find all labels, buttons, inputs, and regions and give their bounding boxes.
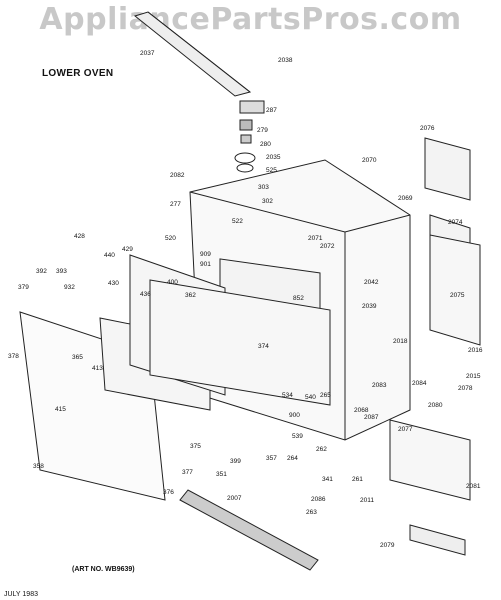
label-2082: 2082 [170, 172, 185, 179]
label-277: 277 [170, 201, 181, 208]
label-2011: 2011 [360, 497, 374, 504]
label-2037: 2037 [140, 50, 155, 57]
label-428: 428 [74, 233, 85, 240]
label-2018: 2018 [393, 338, 408, 345]
label-852: 852 [293, 295, 304, 302]
label-2074: 2074 [448, 219, 463, 226]
label-429: 429 [122, 246, 133, 253]
label-909: 909 [200, 251, 211, 258]
label-440: 440 [104, 252, 115, 259]
label-262: 262 [316, 446, 327, 453]
label-2016: 2016 [468, 347, 483, 354]
label-376: 376 [163, 489, 174, 496]
label-280: 280 [260, 141, 271, 148]
label-2042: 2042 [364, 279, 379, 286]
label-351: 351 [216, 471, 227, 478]
label-2038: 2038 [278, 57, 293, 64]
label-263: 263 [306, 509, 317, 516]
label-436: 436 [140, 291, 151, 298]
label-2068: 2068 [354, 407, 369, 414]
label-540: 540 [305, 394, 316, 401]
label-415: 415 [55, 406, 66, 413]
label-539: 539 [292, 433, 303, 440]
side-panels-drawing [389, 137, 481, 556]
label-413: 413 [92, 365, 103, 372]
label-341: 341 [322, 476, 333, 483]
label-287: 287 [266, 107, 277, 114]
door-assembly-drawing [19, 254, 331, 501]
label-430: 430 [108, 280, 119, 287]
label-2084: 2084 [412, 380, 427, 387]
label-2071: 2071 [308, 235, 323, 242]
top-bracket-drawing [133, 11, 252, 97]
label-2070: 2070 [362, 157, 377, 164]
label-2075: 2075 [450, 292, 465, 299]
label-365: 365 [72, 354, 83, 361]
label-362: 362 [185, 292, 196, 299]
label-2076: 2076 [420, 125, 435, 132]
label-2039: 2039 [362, 303, 377, 310]
label-357: 357 [266, 455, 277, 462]
label-2069: 2069 [398, 195, 413, 202]
label-901: 901 [200, 261, 211, 268]
label-2007: 2007 [227, 495, 242, 502]
label-379: 379 [18, 284, 29, 291]
label-374: 374 [258, 343, 269, 350]
label-393: 393 [56, 268, 67, 275]
label-279: 279 [257, 127, 268, 134]
part-label-group: 2037 2038 287 279 280 2035 525 303 302 2… [8, 50, 483, 549]
watermark: AppliancePartsPros.com [39, 2, 462, 37]
label-264: 264 [287, 455, 298, 462]
art-number: (ART NO. WB9639) [72, 566, 135, 573]
label-2079: 2079 [380, 542, 395, 549]
vent-strip-drawing [179, 489, 319, 571]
label-303: 303 [258, 184, 269, 191]
label-534: 534 [282, 392, 293, 399]
label-2072: 2072 [320, 243, 335, 250]
label-377: 377 [182, 469, 193, 476]
label-2087: 2087 [364, 414, 379, 421]
label-900: 900 [289, 412, 300, 419]
label-520: 520 [165, 235, 176, 242]
label-932: 932 [64, 284, 75, 291]
label-2083: 2083 [372, 382, 387, 389]
diagram-subtitle: LOWER OVEN [42, 68, 114, 79]
label-525: 525 [266, 167, 277, 174]
diagram-date: JULY 1983 [4, 591, 38, 598]
label-399: 399 [230, 458, 241, 465]
label-2086: 2086 [311, 496, 326, 503]
label-2078: 2078 [458, 385, 473, 392]
label-261: 261 [352, 476, 363, 483]
label-2035: 2035 [266, 154, 281, 161]
label-2081: 2081 [466, 483, 481, 490]
label-2015: 2015 [466, 373, 481, 380]
label-2080: 2080 [428, 402, 443, 409]
label-2077: 2077 [398, 426, 413, 433]
label-358: 358 [33, 463, 44, 470]
label-378: 378 [8, 353, 19, 360]
label-375: 375 [190, 443, 201, 450]
label-400: 400 [167, 279, 178, 286]
label-265: 265 [320, 392, 331, 399]
label-392: 392 [36, 268, 47, 275]
label-522: 522 [232, 218, 243, 225]
label-302: 302 [262, 198, 273, 205]
